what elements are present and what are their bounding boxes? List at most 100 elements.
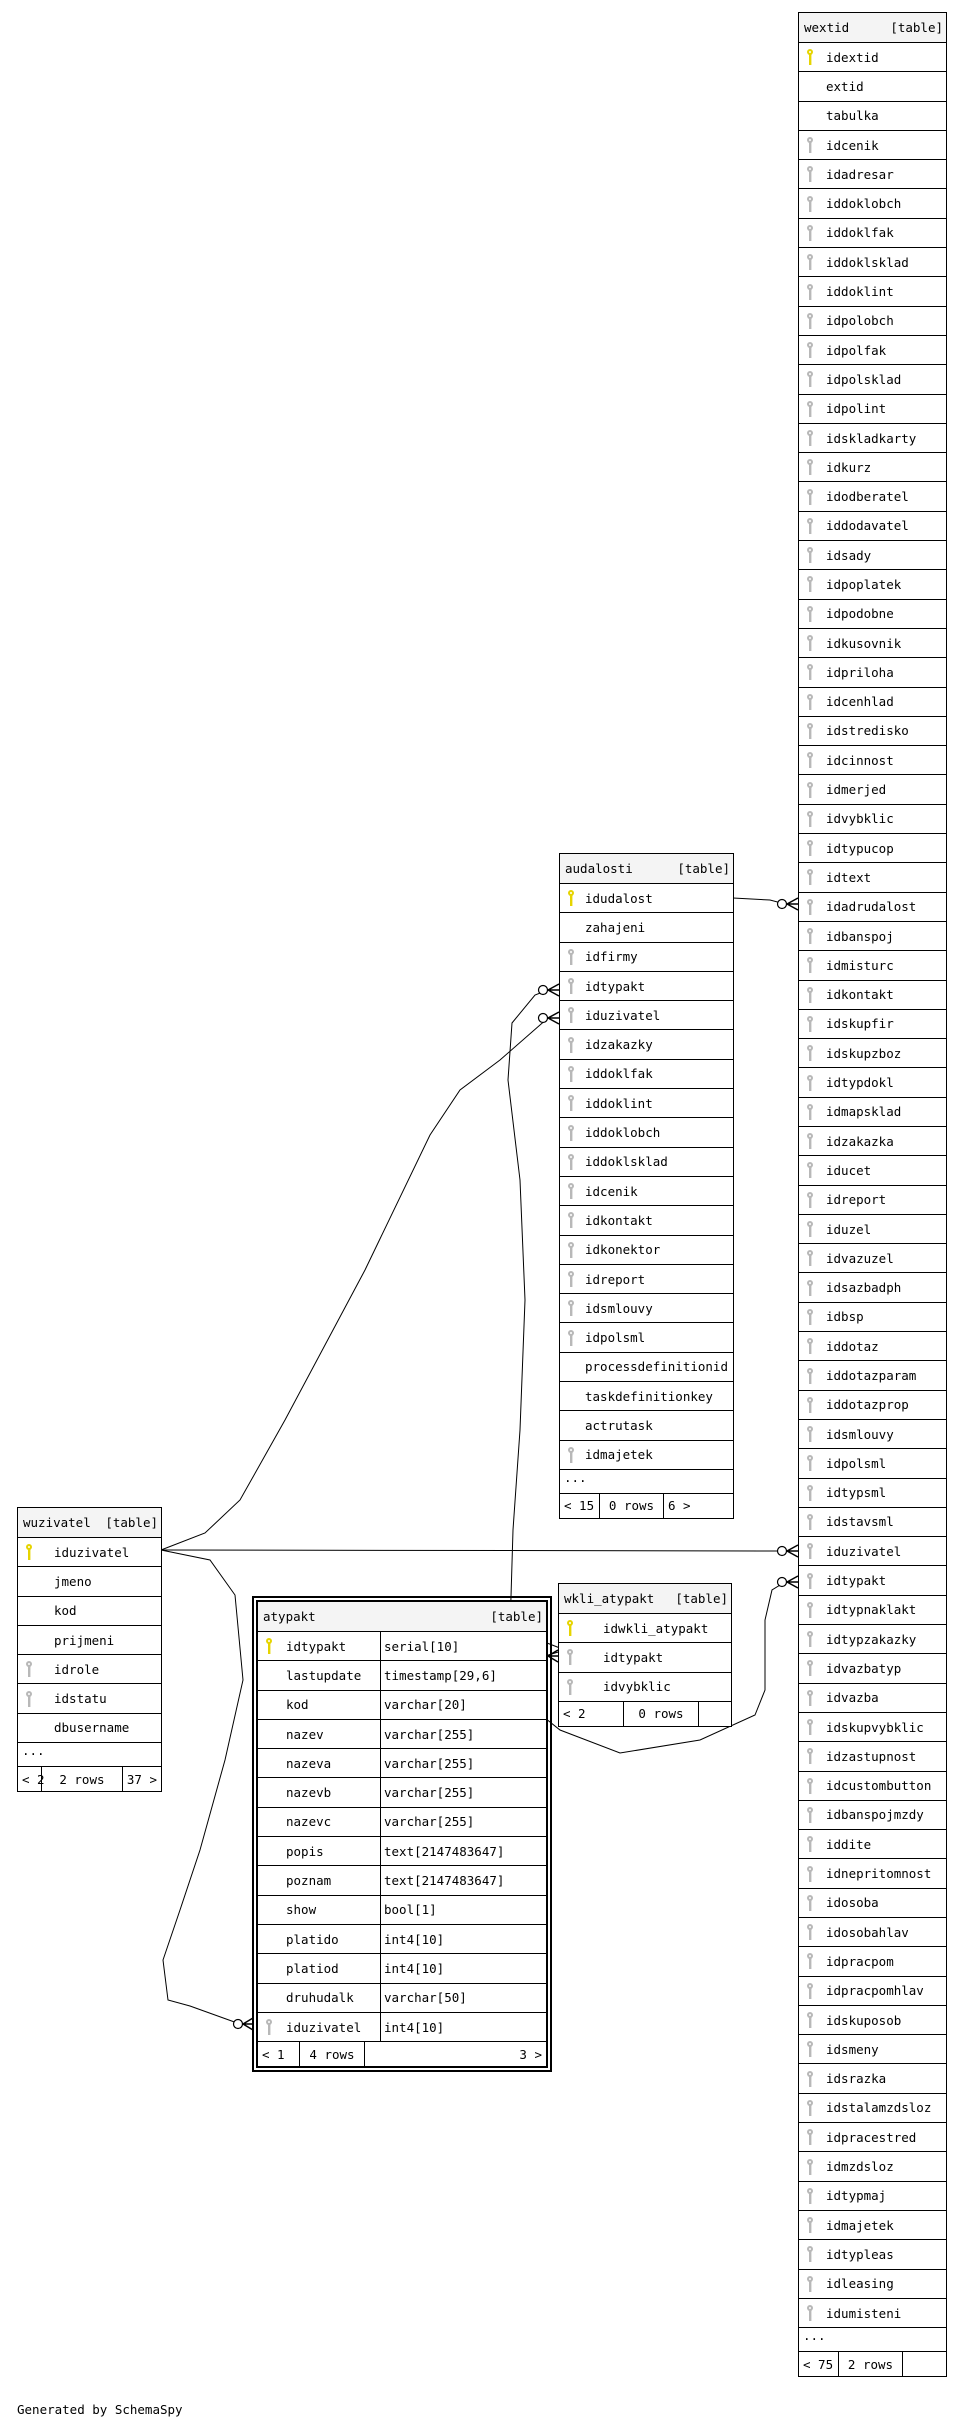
column-row[interactable]: idwkli_atypakt [559, 1614, 731, 1644]
column-row[interactable]: idmzdsloz [799, 2152, 946, 2182]
more-columns-ellipsis[interactable]: ... [560, 1470, 733, 1494]
column-row[interactable]: iddotaz [799, 1332, 946, 1362]
column-row[interactable]: idsmlouvy [560, 1294, 733, 1324]
column-row[interactable]: iddoklobch [560, 1118, 733, 1148]
column-row[interactable]: idtypakt [799, 1566, 946, 1596]
column-row[interactable]: idtypakt [560, 972, 733, 1002]
column-row[interactable]: idpracpom [799, 1947, 946, 1977]
column-row[interactable]: idodberatel [799, 482, 946, 512]
column-row[interactable]: dbusername [18, 1714, 161, 1744]
column-row[interactable]: jmeno [18, 1567, 161, 1597]
parents-count[interactable]: < 15 [560, 1493, 600, 1518]
column-row[interactable]: idskladkarty [799, 424, 946, 454]
children-count[interactable] [903, 2352, 946, 2376]
column-row[interactable]: idtypzakazky [799, 1625, 946, 1655]
parents-count[interactable]: < 2 [559, 1701, 624, 1726]
column-row[interactable]: idextid [799, 43, 946, 73]
column-row[interactable]: idvazbatyp [799, 1654, 946, 1684]
column-row[interactable]: idreport [560, 1265, 733, 1295]
column-row[interactable]: idpolsml [560, 1323, 733, 1353]
column-row[interactable]: idsrazka [799, 2064, 946, 2094]
column-row[interactable]: idrole [18, 1655, 161, 1685]
column-row[interactable]: iduzivatel [18, 1538, 161, 1568]
column-row[interactable]: idosoba [799, 1889, 946, 1918]
column-row[interactable]: idmerjed [799, 775, 946, 805]
column-row[interactable]: idbanspoj [799, 922, 946, 952]
column-row[interactable]: iddodavatel [799, 512, 946, 542]
column-row[interactable]: idosobahlav [799, 1918, 946, 1948]
column-row[interactable]: idstavsml [799, 1508, 946, 1538]
column-row[interactable]: kod [18, 1597, 161, 1626]
children-count[interactable]: 6 > [668, 1498, 691, 1514]
column-row[interactable]: idvybklic [799, 805, 946, 835]
parents-count[interactable]: < 75 [799, 2352, 839, 2377]
column-row[interactable]: iddotazparam [799, 1361, 946, 1391]
column-row[interactable]: idpolobch [799, 307, 946, 336]
children-count[interactable]: 37 > [126, 1771, 157, 1787]
column-row[interactable]: idpolint [799, 395, 946, 424]
column-row[interactable]: extid [799, 72, 946, 102]
more-columns-ellipsis[interactable]: ... [799, 2328, 946, 2353]
column-row[interactable]: idbsp [799, 1303, 946, 1333]
column-row[interactable]: idskupvybklic [799, 1713, 946, 1743]
column-row[interactable]: prijmeni [18, 1626, 161, 1656]
column-row[interactable]: idmajetek [560, 1441, 733, 1470]
column-row[interactable]: idkusovnik [799, 629, 946, 659]
column-row[interactable]: idcenhlad [799, 688, 946, 717]
column-row[interactable]: iddoklsklad [799, 248, 946, 278]
column-row[interactable]: iddite [799, 1830, 946, 1860]
column-row[interactable]: idkonektor [560, 1236, 733, 1265]
column-row[interactable]: idtypleas [799, 2240, 946, 2270]
column-row[interactable]: iddoklint [560, 1089, 733, 1119]
column-row[interactable]: idkontakt [799, 981, 946, 1010]
column-row[interactable]: idpracestred [799, 2123, 946, 2153]
column-row[interactable]: idpolsklad [799, 365, 946, 395]
column-row[interactable]: idzakazky [560, 1030, 733, 1060]
column-row[interactable]: idkontakt [560, 1206, 733, 1236]
column-row[interactable]: idzakazka [799, 1127, 946, 1157]
column-row[interactable]: idpolfak [799, 336, 946, 366]
column-row[interactable]: iddoklint [799, 277, 946, 307]
table-header[interactable]: audalosti[table] [560, 854, 733, 884]
column-row[interactable]: iduzivatel [560, 1001, 733, 1031]
column-row[interactable]: idtext [799, 863, 946, 893]
column-row[interactable]: iddoklsklad [560, 1148, 733, 1177]
column-row[interactable]: iddoklfak [560, 1060, 733, 1090]
column-row[interactable]: idmapsklad [799, 1098, 946, 1127]
column-row[interactable]: idvybklic [559, 1673, 731, 1702]
column-row[interactable]: idtypnaklakt [799, 1596, 946, 1626]
column-row[interactable]: idnepritomnost [799, 1859, 946, 1889]
column-row[interactable]: idpracpomhlav [799, 1977, 946, 2006]
column-row[interactable]: idtypucop [799, 834, 946, 864]
column-row[interactable]: idtypmaj [799, 2182, 946, 2211]
more-columns-ellipsis[interactable]: ... [18, 1743, 161, 1768]
column-row[interactable]: idpriloha [799, 658, 946, 688]
column-row[interactable]: idsady [799, 541, 946, 571]
column-row[interactable]: tabulka [799, 102, 946, 131]
column-row[interactable]: idreport [799, 1186, 946, 1215]
column-row[interactable]: idadrudalost [799, 893, 946, 922]
parents-count[interactable]: < 2 [18, 1767, 45, 1792]
column-row[interactable]: idtypsml [799, 1479, 946, 1508]
column-row[interactable]: idstredisko [799, 717, 946, 747]
column-row[interactable]: iduzel [799, 1215, 946, 1245]
column-row[interactable]: idvazba [799, 1684, 946, 1713]
column-row[interactable]: idskupzboz [799, 1039, 946, 1069]
column-row[interactable]: idsazbadph [799, 1273, 946, 1303]
column-row[interactable]: idtypdokl [799, 1068, 946, 1098]
table-header[interactable]: wuzivatel[table] [18, 1508, 161, 1538]
column-row[interactable]: idudalost [560, 884, 733, 914]
